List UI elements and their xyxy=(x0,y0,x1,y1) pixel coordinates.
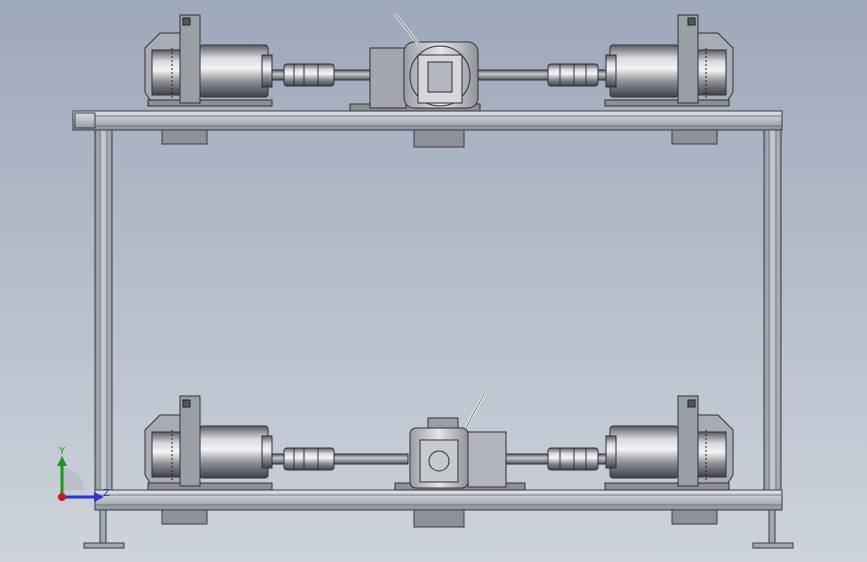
upper-assembly[interactable] xyxy=(144,13,734,112)
top-mount-pad-center xyxy=(413,129,465,148)
triad-z-arrowhead xyxy=(94,492,104,502)
upper-right-motor[interactable] xyxy=(605,14,734,104)
lower-gearbox[interactable] xyxy=(409,393,507,489)
triad-y-label: Y xyxy=(58,446,66,457)
foot-left xyxy=(83,509,125,549)
frame-bottom-beam xyxy=(94,489,783,511)
upper-gearbox[interactable] xyxy=(369,13,479,109)
triad-z-label: Z xyxy=(103,488,110,499)
coordinate-triad: Y Z xyxy=(57,446,110,502)
triad-y-arrowhead xyxy=(57,456,67,466)
top-mount-pad-right xyxy=(671,129,718,145)
bottom-mount-pad-center xyxy=(413,509,465,528)
bottom-mount-pad-left xyxy=(161,509,208,525)
bottom-mount-pad-right xyxy=(671,509,718,525)
lower-left-motor[interactable] xyxy=(144,395,273,487)
lower-assembly[interactable] xyxy=(144,393,734,491)
triad-x-origin xyxy=(58,493,66,501)
top-mount-pad-left xyxy=(161,129,208,145)
foot-right xyxy=(752,509,794,549)
lower-right-motor[interactable] xyxy=(605,395,734,487)
frame-top-beam xyxy=(72,110,783,131)
lower-drive-shaft[interactable] xyxy=(271,447,607,471)
frame xyxy=(72,110,794,549)
frame-left-post xyxy=(94,129,113,511)
upper-left-motor[interactable] xyxy=(144,14,273,104)
frame-right-post xyxy=(763,129,782,511)
